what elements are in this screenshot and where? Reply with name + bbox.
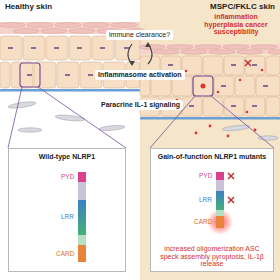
domain-label: CARD — [56, 250, 74, 257]
phenotype-note: inflammation hyperplasia cancer suscepti… — [196, 13, 276, 36]
question-label: immune clearance? — [106, 30, 173, 40]
mutant-box: Gain-of-function NLRP1 mutants increased … — [150, 148, 274, 272]
diseased-epidermis — [139, 44, 280, 140]
process-label: Inflammasome activation — [95, 70, 185, 80]
box-title: Wild-type NLRP1 — [12, 153, 122, 161]
nlrp1-domain-bar — [78, 172, 86, 262]
panel-heading: Healthy skin — [5, 3, 52, 12]
mutant-domain-bar — [207, 172, 234, 235]
domain-label: PYD — [61, 173, 74, 180]
healthy-panel: Healthy skinWild-type NLRP1 — [0, 0, 140, 280]
dead-cell-mark — [245, 60, 251, 66]
disease-panel: MSPC/FKLC skininflammation hyperplasia c… — [140, 0, 280, 280]
box-title: Gain-of-function NLRP1 mutants — [154, 153, 270, 161]
effect-note: increased oligomerization ASC speck asse… — [155, 245, 269, 268]
domain-label: LRR — [61, 213, 74, 220]
panel-heading: MSPC/FKLC skin — [210, 3, 275, 12]
domain-label: LRR — [199, 196, 212, 203]
domain-label: CARD — [194, 218, 212, 225]
process-label: Paracrine IL-1 signaling — [98, 100, 183, 110]
domain-label: PYD — [199, 172, 212, 179]
callout-lines — [8, 87, 274, 148]
